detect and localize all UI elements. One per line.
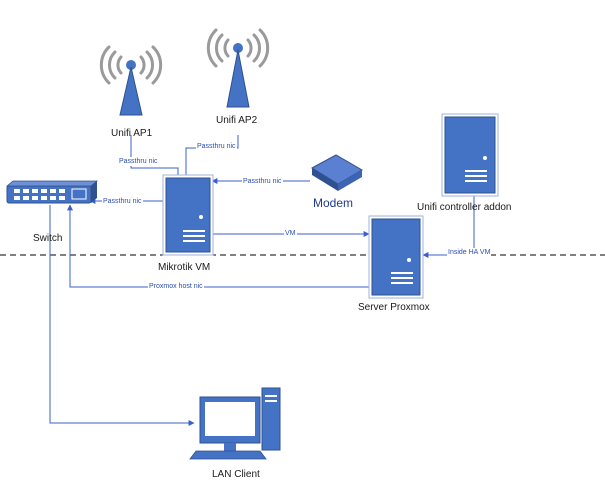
ap1-label: Unifi AP1 (111, 128, 153, 139)
unifi-controller-label: Unifi controller addon (417, 202, 512, 213)
edge-label-mikrotik-proxmox: VM (284, 229, 297, 238)
edge-label-mikrotik-switch: Passthru nic (102, 197, 143, 206)
lan-client-label: LAN Client (212, 469, 260, 480)
ap2-wireless-antenna-icon (206, 28, 270, 108)
network-switch-icon (5, 180, 99, 204)
edge-switch-lan-client (49, 205, 195, 426)
modem-icon (311, 154, 363, 191)
edge-proxmox-switch (67, 204, 369, 288)
ap2-label: Unifi AP2 (216, 115, 258, 126)
edge-label-ap2-mikrotik: Passthru nic (196, 142, 237, 151)
mikrotik-server-tower-icon (162, 174, 214, 256)
edge-label-controller-proxmox: Inside HA VM (447, 248, 492, 257)
proxmox-server-tower-icon (368, 215, 424, 299)
edge-label-proxmox-switch: Proxmox host nic (148, 282, 204, 291)
modem-label: Modem (313, 196, 354, 210)
switch-label: Switch (33, 233, 63, 244)
ap1-wireless-antenna-icon (99, 45, 163, 116)
edge-label-ap1-mikrotik: Passthru nic (118, 157, 159, 166)
proxmox-label: Server Proxmox (358, 302, 430, 313)
unifi-controller-server-tower-icon (441, 113, 499, 197)
desktop-computer-icon (189, 387, 281, 460)
mikrotik-label: Mikrotik VM (158, 262, 211, 273)
edge-ap1-mikrotik (130, 135, 181, 181)
edge-label-modem-mikrotik: Passthru nic (242, 177, 283, 186)
